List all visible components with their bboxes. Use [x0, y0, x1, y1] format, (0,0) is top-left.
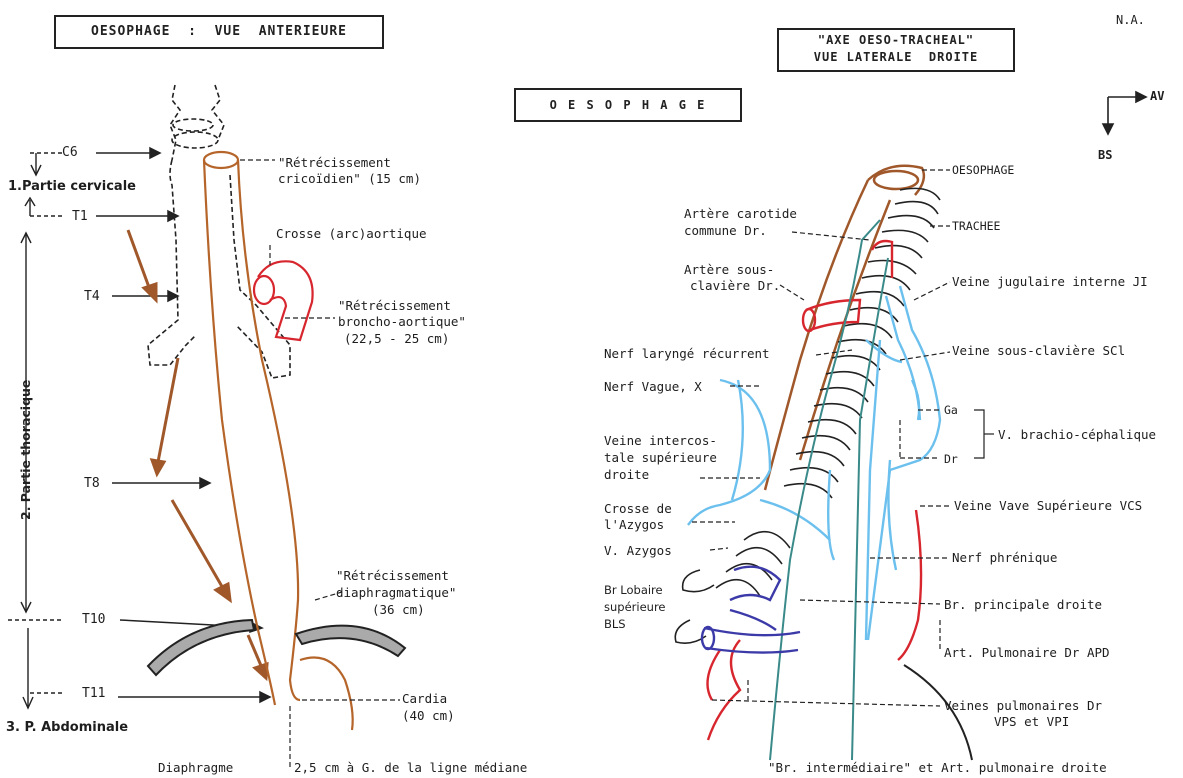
label-apd: Art. Pulmonaire Dr APD	[944, 645, 1110, 660]
diaph-label-1: "Rétrécissement	[336, 568, 449, 583]
label-brachio: V. brachio-céphalique	[998, 427, 1156, 442]
label-sousclav-a-2: clavière Dr.	[690, 278, 780, 293]
cricoid-label-1: "Rétrécissement	[278, 155, 391, 170]
broncho-label-1: "Rétrécissement	[338, 298, 451, 313]
part-cervicale: 1.Partie cervicale	[8, 179, 136, 194]
left-title: OESOPHAGE : VUE ANTERIEURE	[91, 24, 347, 39]
leader-lines-left	[240, 160, 400, 770]
level-t8: T8	[84, 476, 100, 491]
label-carotide-1: Artère carotide	[684, 206, 797, 221]
label-vp-1: Veines pulmonaires Dr	[944, 698, 1102, 713]
leader-lines-right	[692, 170, 950, 706]
right-title-1: "AXE OESO-TRACHEAL"	[779, 32, 1013, 49]
descent-arrows	[128, 230, 267, 678]
label-crosse-az-2: l'Azygos	[604, 517, 664, 532]
right-title-2: VUE LATERALE DROITE	[779, 49, 1013, 66]
level-t4: T4	[84, 289, 100, 304]
mediane-label: 2,5 cm à G. de la ligne médiane	[294, 760, 527, 775]
oesophage-badge: O E S O P H A G E	[514, 88, 742, 122]
label-vcs: Veine Vave Supérieure VCS	[954, 498, 1142, 513]
label-phrenique: Nerf phrénique	[952, 550, 1057, 565]
oesophage-badge-text: O E S O P H A G E	[550, 98, 707, 112]
orientation-av: AV	[1150, 89, 1164, 104]
cardia-label-2: (40 cm)	[402, 708, 455, 723]
aortic-arch	[254, 261, 313, 340]
label-br-princ: Br. principale droite	[944, 597, 1102, 612]
label-interco-3: droite	[604, 467, 649, 482]
part-abdominale: 3. P. Abdominale	[6, 720, 128, 735]
label-crosse-az-1: Crosse de	[604, 501, 672, 516]
label-sousclav-a-1: Artère sous-	[684, 262, 774, 277]
initials: N.A.	[1116, 13, 1145, 28]
label-bottom: "Br. intermédiaire" et Art. pulmonaire d…	[768, 760, 1107, 775]
label-azygos: V. Azygos	[604, 543, 672, 558]
label-jugulaire: Veine jugulaire interne JI	[952, 274, 1148, 289]
label-dr: Dr	[944, 452, 958, 467]
diaph-label-3: (36 cm)	[372, 602, 425, 617]
trachea-outline	[148, 85, 290, 378]
diaph-label-2: diaphragmatique"	[336, 585, 456, 600]
broncho-label-2: broncho-aortique"	[338, 314, 466, 329]
label-bls-1: Br Lobaire	[604, 583, 663, 598]
crosse-label: Crosse (arc)aortique	[276, 226, 427, 241]
level-bracket	[8, 153, 62, 708]
bracket-ga-dr	[974, 410, 994, 458]
left-title-box: OESOPHAGE : VUE ANTERIEURE	[54, 15, 384, 49]
trachea-lateral	[675, 188, 940, 643]
orientation-axes	[1103, 92, 1146, 134]
veins-lateral	[688, 286, 940, 640]
cardia-curve	[300, 658, 353, 731]
label-interco-2: tale supérieure	[604, 450, 717, 465]
level-t1: T1	[72, 209, 88, 224]
label-vp-2: VPS et VPI	[994, 714, 1069, 729]
label-interco-1: Veine intercos-	[604, 433, 717, 448]
level-t10: T10	[82, 612, 105, 627]
level-c6: C6	[62, 145, 78, 160]
label-ga: Ga	[944, 403, 958, 418]
part-thoracique: 2. Partie thoracique	[18, 380, 33, 520]
label-sousclav-v: Veine sous-clavière SCl	[952, 343, 1125, 358]
label-carotide-2: commune Dr.	[684, 223, 767, 238]
right-title-box: "AXE OESO-TRACHEAL" VUE LATERALE DROITE	[777, 28, 1015, 72]
level-t11: T11	[82, 686, 105, 701]
diaphragme-label: Diaphragme	[158, 760, 233, 775]
label-bls-3: BLS	[604, 617, 626, 632]
label-trachee: TRACHEE	[952, 219, 1000, 234]
label-vague: Nerf Vague, X	[604, 379, 702, 394]
label-oesophage: OESOPHAGE	[952, 163, 1014, 178]
label-laryng: Nerf laryngé récurrent	[604, 346, 770, 361]
orientation-bs: BS	[1098, 148, 1112, 163]
label-bls-2: supérieure	[604, 600, 666, 615]
cardia-label-1: Cardia	[402, 691, 447, 706]
diaphragm	[148, 620, 405, 675]
broncho-label-3: (22,5 - 25 cm)	[344, 331, 449, 346]
cricoid-label-2: cricoïdien" (15 cm)	[278, 171, 421, 186]
